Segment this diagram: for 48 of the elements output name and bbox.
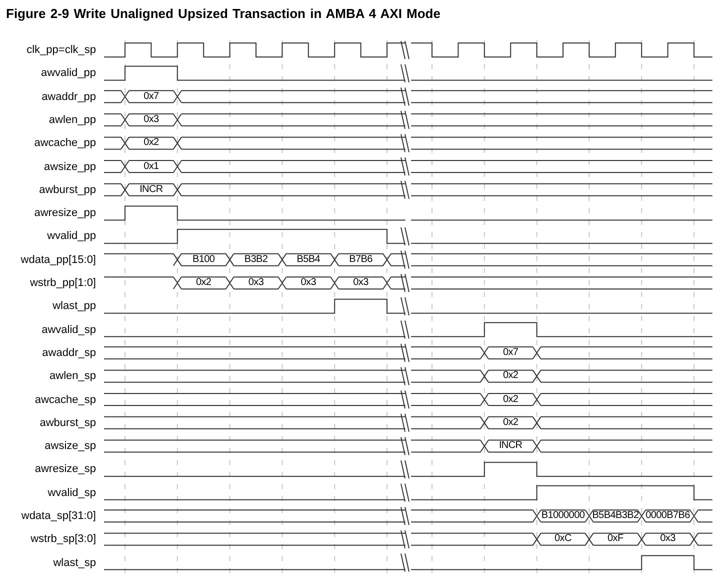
bus-value: 0x7 bbox=[142, 90, 160, 103]
figure-title: Figure 2-9 Write Unaligned Upsized Transaction in AMBA 4 AXI Mode bbox=[6, 6, 440, 21]
bus-value: 0x3 bbox=[352, 277, 370, 289]
bus-value: 0x2 bbox=[142, 137, 160, 150]
bus-value: 0x3 bbox=[300, 277, 317, 289]
signal-name: awresize_sp bbox=[34, 462, 96, 476]
signal-name: awcache_pp bbox=[33, 136, 96, 150]
bus-value: B5B4B3B2 bbox=[592, 510, 639, 522]
bus-value: B3B2 bbox=[243, 254, 269, 266]
signal-name: awburst_sp bbox=[38, 416, 96, 430]
signal-name: awburst_pp bbox=[38, 182, 96, 197]
bus-value: 0x1 bbox=[142, 160, 160, 172]
bus-value: B7B6 bbox=[348, 254, 374, 266]
signal-name: wdata_sp[31:0] bbox=[20, 509, 96, 523]
bus-value: 0x2 bbox=[502, 416, 520, 429]
signal-name: wlast_sp bbox=[52, 556, 96, 570]
bus-value: 0xC bbox=[554, 533, 572, 546]
signal-name: wstrb_sp[3:0] bbox=[30, 532, 96, 546]
bus-value: 0x2 bbox=[194, 277, 212, 289]
bus-value: B1000000 bbox=[540, 510, 586, 522]
signal-name: awaddr_sp bbox=[41, 346, 96, 360]
signal-name: wstrb_pp[1:0] bbox=[28, 276, 96, 290]
signal-name: awlen_pp bbox=[48, 112, 96, 127]
signal-name: awvalid_sp bbox=[40, 322, 96, 337]
bus-value: 0xF bbox=[606, 533, 624, 546]
bus-value: 0x2 bbox=[502, 370, 520, 382]
signal-name: wdata_pp[15:0] bbox=[20, 252, 96, 267]
bus-value: 0x3 bbox=[142, 114, 160, 126]
signal-name: awlen_sp bbox=[48, 369, 96, 384]
signal-name: awsize_pp bbox=[43, 160, 96, 174]
bus-value: B100 bbox=[192, 254, 216, 266]
signal-name: awaddr_pp bbox=[40, 90, 96, 104]
bus-value: INCR bbox=[138, 184, 164, 196]
bus-value: B5B4 bbox=[296, 254, 322, 266]
signal-name: awresize_pp bbox=[33, 206, 96, 220]
signal-name: awvalid_pp bbox=[40, 66, 96, 80]
bus-value: 0x3 bbox=[247, 277, 265, 289]
signal-name: awsize_sp bbox=[44, 439, 96, 454]
bus-value: INCR bbox=[498, 440, 524, 452]
bus-value: 0x2 bbox=[502, 394, 520, 406]
signal-name: clk_pp=clk_sp bbox=[26, 43, 96, 57]
bus-value: 0x3 bbox=[659, 533, 676, 546]
signal-name: wvalid_sp bbox=[46, 486, 96, 500]
signal-name: awcache_sp bbox=[34, 392, 96, 406]
bus-value: 0000B7B6 bbox=[644, 510, 691, 522]
bus-value: 0x7 bbox=[502, 346, 520, 359]
signal-name: wlast_pp bbox=[52, 299, 96, 314]
signal-name: wvalid_pp bbox=[46, 229, 96, 244]
